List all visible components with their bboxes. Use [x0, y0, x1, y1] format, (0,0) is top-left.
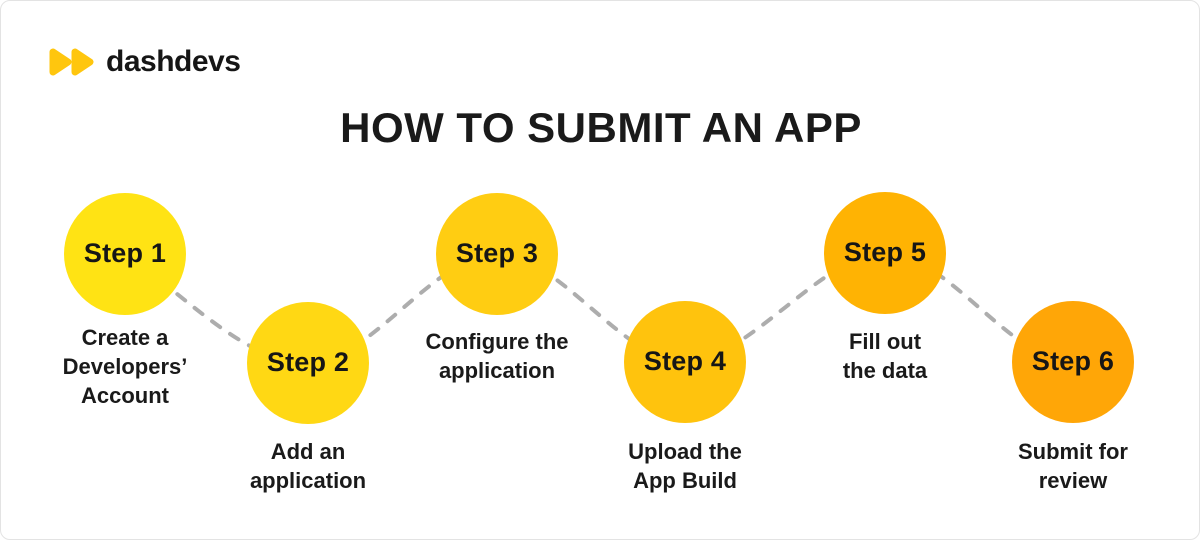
description-line: Create a [81, 325, 169, 350]
step-2-description: Add an application [193, 437, 423, 495]
step-circle-3 [436, 193, 558, 315]
description-line: application [249, 468, 367, 493]
description-line: application [438, 358, 556, 383]
step-3-description: Configure the application [382, 327, 612, 385]
description-line: Configure the [425, 329, 569, 354]
description-line: Fill out [848, 329, 922, 354]
step-circle-4 [624, 301, 746, 423]
step-6-description: Submit for review [958, 437, 1188, 495]
description-line: Developers’ [62, 354, 188, 379]
description-line: Add an [270, 439, 346, 464]
step-2-label: Step 2 [266, 347, 350, 377]
play-triangle-icon [49, 48, 72, 76]
description-line: Account [81, 383, 169, 408]
description-line: review [1038, 468, 1108, 493]
description-line: Submit for [1018, 439, 1128, 464]
description-line: Upload the [628, 439, 742, 464]
step-circle-6 [1012, 301, 1134, 423]
step-5-label: Step 5 [843, 237, 927, 267]
step-circle-5 [824, 192, 946, 314]
description-line: the data [842, 358, 928, 383]
logo-text: dashdevs [106, 45, 241, 78]
logo: dashdevs [48, 45, 241, 79]
page-title: HOW TO SUBMIT AN APP [340, 104, 862, 151]
step-4-description: Upload the App Build [570, 437, 800, 495]
step-3-label: Step 3 [455, 238, 539, 268]
double-play-icon [49, 48, 94, 76]
step-5-description: Fill out the data [770, 327, 1000, 385]
play-triangle-icon [71, 48, 94, 76]
step-circle-2 [247, 302, 369, 424]
step-1-description: Create a Developers’ Account [10, 323, 240, 410]
step-circle-1 [64, 193, 186, 315]
step-1-label: Step 1 [83, 238, 167, 268]
step-6-label: Step 6 [1031, 346, 1115, 376]
description-line: App Build [633, 468, 737, 493]
step-4-label: Step 4 [643, 346, 727, 376]
